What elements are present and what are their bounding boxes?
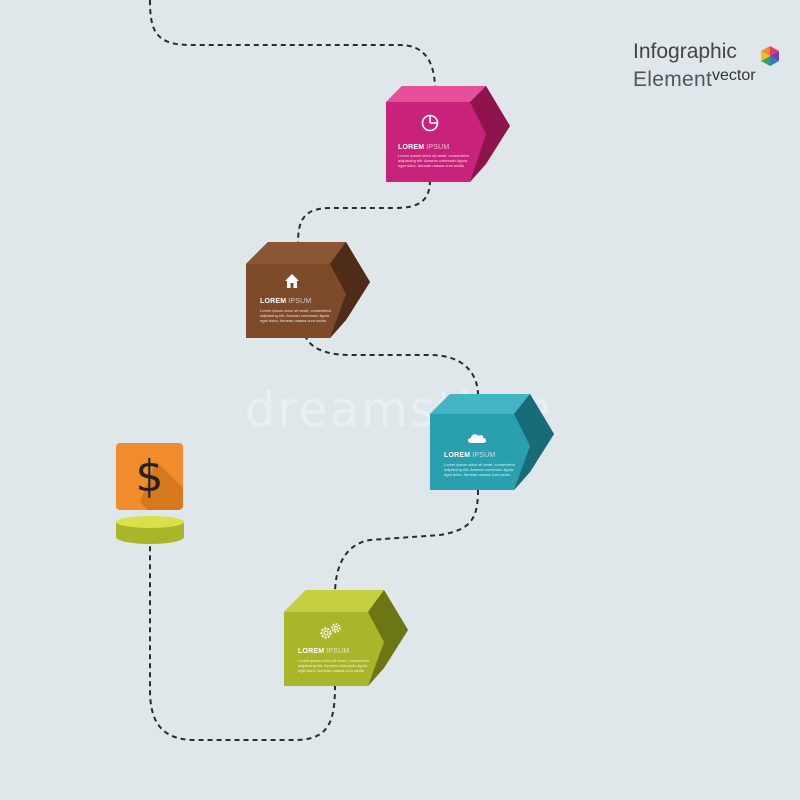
step-4-body-line: eget dolor. Aenean massa cum sociis — [298, 668, 365, 673]
step-3-body: Lorem ipsum dolor sit amet, consectetur … — [444, 462, 554, 477]
step-1-body-line: Lorem ipsum dolor sit amet, consectetur — [398, 153, 470, 158]
step-1-body-line: eget dolor. Aenean massa cum sociis — [398, 163, 465, 168]
step-3-body-line: eget dolor. Aenean massa cum sociis — [444, 472, 511, 477]
step-4-label-bold: LOREM — [298, 648, 325, 655]
dollar-icon: $ — [135, 451, 164, 502]
coin-base — [116, 516, 184, 544]
step-1-label-bold: LOREM — [398, 144, 425, 151]
title-vector: vector — [712, 67, 756, 84]
step-4-label-light: IPSUM — [326, 648, 350, 655]
step-1-body: Lorem ipsum dolor sit amet, consectetur … — [398, 153, 508, 168]
step-2-label-bold: LOREM — [260, 298, 287, 305]
step-3-body-line: adipiscing elit. Aenean commodo ligula — [444, 467, 513, 472]
gears-icon — [320, 623, 341, 639]
step-2-label-light: IPSUM — [288, 298, 312, 305]
step-2-body-line: Lorem ipsum dolor sit amet, consectetur — [260, 308, 332, 313]
step-1-body-line: adipiscing elit. Aenean commodo ligula — [398, 158, 467, 163]
step-4-body: Lorem ipsum dolor sit amet, consectetur … — [298, 658, 408, 673]
cloud-icon — [468, 434, 486, 443]
step-4-body-line: adipiscing elit. Aenean commodo ligula — [298, 663, 367, 668]
step-2-body-line: adipiscing elit. Aenean commodo ligula — [260, 313, 329, 318]
step-2-body: Lorem ipsum dolor sit amet, consectetur … — [260, 308, 370, 323]
hexagon-logo-icon — [761, 46, 779, 66]
step-1-label-light: IPSUM — [426, 144, 450, 151]
step-3-label-bold: LOREM — [444, 452, 471, 459]
home-icon — [285, 274, 299, 288]
pie-chart-icon — [421, 114, 439, 132]
step-4-body-line: Lorem ipsum dolor sit amet, consectetur — [298, 658, 370, 663]
step-3-label-light: IPSUM — [472, 452, 496, 459]
dollar-tile: $ — [116, 443, 183, 510]
dollar-tile-background — [116, 443, 183, 510]
step-3-body-line: Lorem ipsum dolor sit amet, consectetur — [444, 462, 516, 467]
title-infographic: Infographic — [633, 40, 737, 63]
step-2-body-line: eget dolor. Aenean massa cum sociis — [260, 318, 327, 323]
title-element: Element — [633, 68, 713, 91]
